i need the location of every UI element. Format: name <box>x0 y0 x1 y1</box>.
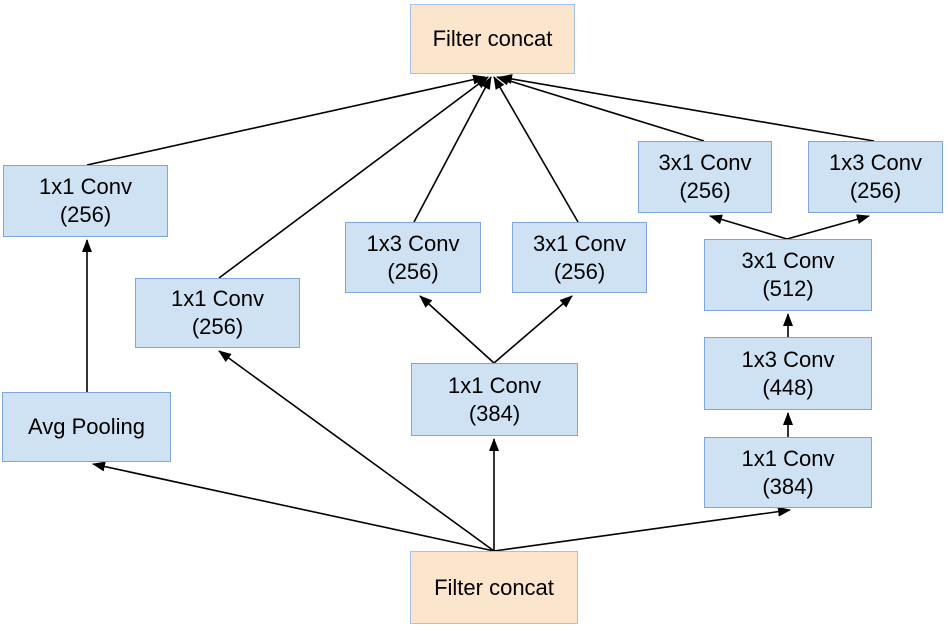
node-filter-concat-top: Filter concat <box>410 4 575 74</box>
node-conv-1x1-256-branch1: 1x1 Conv (256) <box>3 165 168 237</box>
node-label: Avg Pooling <box>27 414 145 439</box>
node-avg-pooling: Avg Pooling <box>2 392 171 462</box>
node-conv-3x1-256-right: 3x1 Conv (256) <box>638 141 772 213</box>
edge-conv-right-512-to-conv-right-1x3-top <box>786 214 870 240</box>
node-label: 3x1 Conv <box>533 230 626 256</box>
node-channels: (256) <box>387 258 439 284</box>
node-label: 1x1 Conv <box>39 174 132 199</box>
node-label: Filter concat <box>434 574 554 600</box>
node-channels: (256) <box>679 178 731 203</box>
node-channels: (384) <box>762 473 814 499</box>
node-channels: (256) <box>849 178 902 203</box>
node-channels: (448) <box>762 374 814 400</box>
node-label: 1x3 Conv <box>741 346 835 372</box>
edge-conv-right-1x3-top-to-concat-top <box>499 74 875 142</box>
node-conv-1x1-384-right: 1x1 Conv (384) <box>704 437 872 508</box>
node-conv-1x3-448: 1x3 Conv (448) <box>704 337 872 410</box>
node-label: 1x3 Conv <box>829 150 922 175</box>
node-label: Filter concat <box>432 26 553 51</box>
edge-concat-bottom-to-conv-right-384 <box>493 506 791 552</box>
edge-conv-mid-1x3-to-concat-top <box>413 76 492 223</box>
edge-conv-right-512-to-conv-right-3x1-top <box>709 214 788 240</box>
node-label: 1x3 Conv <box>366 230 460 256</box>
node-label: 1x1 Conv <box>171 286 264 311</box>
node-conv-3x1-256-mid: 3x1 Conv (256) <box>512 222 647 293</box>
node-conv-1x3-256-mid: 1x3 Conv (256) <box>345 222 481 293</box>
node-label: 1x1 Conv <box>741 445 835 471</box>
node-channels: (512) <box>762 276 814 301</box>
edge-conv-mid-3x1-to-concat-top <box>493 76 579 223</box>
node-channels: (256) <box>59 202 112 227</box>
node-label: 1x1 Conv <box>448 372 541 398</box>
node-conv-3x1-512: 3x1 Conv (512) <box>704 239 872 311</box>
node-conv-1x1-384-mid: 1x1 Conv (384) <box>411 363 578 436</box>
node-channels: (256) <box>553 258 606 284</box>
node-channels: (256) <box>191 314 244 339</box>
node-conv-1x1-256-branch2: 1x1 Conv (256) <box>135 278 300 348</box>
edge-conv-right-3x1-top-to-concat-top <box>496 75 705 142</box>
edge-conv-mid-1x1-to-conv-mid-3x1 <box>493 295 573 364</box>
edge-concat-bottom-to-avg-pool <box>92 461 495 552</box>
node-conv-1x3-256-right: 1x3 Conv (256) <box>808 141 943 213</box>
node-channels: (384) <box>468 400 521 426</box>
node-label: 3x1 Conv <box>741 248 835 273</box>
node-label: 3x1 Conv <box>658 150 752 175</box>
edge-conv-mid-1x1-to-conv-mid-1x3 <box>419 295 495 364</box>
node-filter-concat-bottom: Filter concat <box>410 551 578 624</box>
edge-conv-left-to-concat-top <box>86 74 486 166</box>
